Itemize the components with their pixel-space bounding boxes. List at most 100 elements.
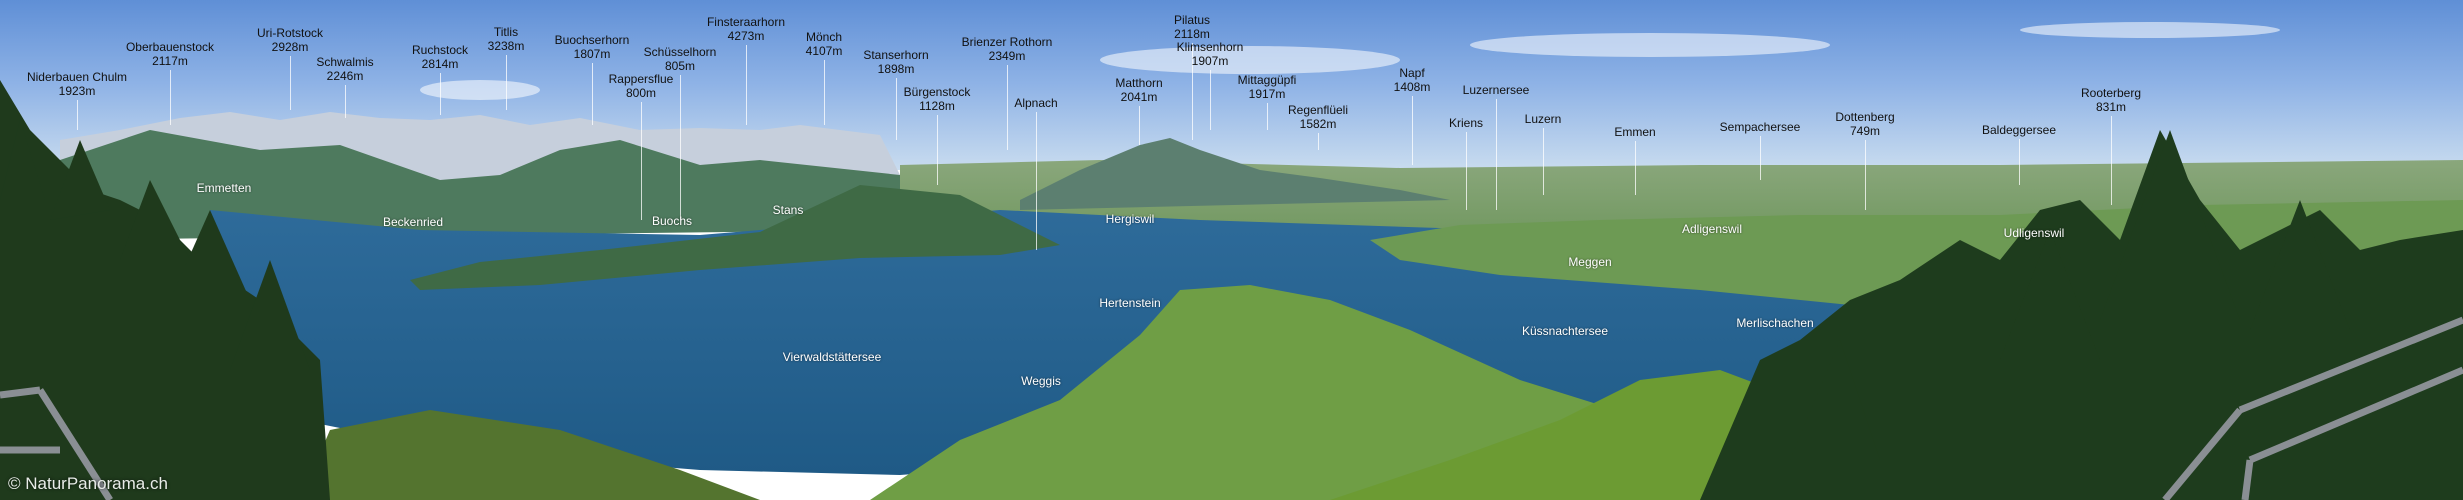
- peak-name: Rooterberg: [2080, 86, 2142, 100]
- peak-name: Uri-Rotstock: [256, 26, 324, 40]
- peak-name: Stanserhorn: [863, 48, 929, 62]
- peak-leader-line: [1635, 141, 1636, 195]
- peak-altitude: 1582m: [1299, 117, 1337, 131]
- peak-name: Baldeggersee: [1981, 123, 2057, 137]
- peak-name: Mönch: [805, 30, 843, 44]
- peak-leader-line: [896, 78, 897, 140]
- peak-altitude: 1917m: [1248, 87, 1286, 101]
- peak-leader-line: [1865, 140, 1866, 210]
- clouds: [420, 22, 2280, 100]
- peak-altitude: 2246m: [326, 69, 364, 83]
- peak-name: Regenflüeli: [1287, 103, 1349, 117]
- peak-name: Buochserhorn: [554, 33, 630, 47]
- peak-altitude: 2928m: [271, 40, 309, 54]
- peak-name: Oberbauenstock: [125, 40, 215, 54]
- peak-label: Alpnach: [1014, 96, 1057, 110]
- peak-name: Klimsenhorn: [1176, 40, 1244, 54]
- alps-foothills: [60, 130, 900, 240]
- peak-leader-line: [170, 70, 171, 125]
- peak-leader-line: [2111, 116, 2112, 205]
- peak-leader-line: [937, 115, 938, 185]
- peak-altitude: 2041m: [1120, 90, 1158, 104]
- peak-name: Schwalmis: [316, 55, 374, 69]
- peak-leader-line: [1466, 132, 1467, 210]
- trees-left: [0, 80, 330, 500]
- peak-name: Titlis: [493, 25, 519, 39]
- peak-leader-line: [1543, 128, 1544, 195]
- peak-altitude: 800m: [625, 86, 657, 100]
- peak-leader-line: [1192, 43, 1193, 140]
- peak-name: Brienzer Rothorn: [961, 35, 1053, 49]
- peak-altitude: 831m: [2095, 100, 2127, 114]
- place-label: Emmetten: [196, 181, 252, 195]
- peak-name: Matthorn: [1115, 76, 1163, 90]
- place-label: Hertenstein: [1099, 296, 1161, 310]
- peak-name: Schüsselhorn: [643, 45, 717, 59]
- peak-leader-line: [1318, 133, 1319, 150]
- peak-name: Dottenberg: [1835, 110, 1895, 124]
- peak-altitude: 749m: [1849, 124, 1881, 138]
- peak-leader-line: [1036, 112, 1037, 250]
- peak-leader-line: [1267, 103, 1268, 130]
- peak-name: Sempachersee: [1719, 120, 1801, 134]
- peak-name: Rappersflue: [608, 72, 674, 86]
- peak-altitude: 3238m: [487, 39, 525, 53]
- peak-altitude: 2349m: [988, 49, 1026, 63]
- peak-name: Mittaggüpfi: [1237, 73, 1297, 87]
- peak-leader-line: [1210, 70, 1211, 130]
- peak-leader-line: [77, 100, 78, 130]
- place-label: Udligenswil: [2003, 226, 2065, 240]
- place-label: Vierwaldstättersee: [782, 350, 882, 364]
- peak-leader-line: [680, 75, 681, 220]
- observation-railing-right: [2162, 316, 2463, 500]
- peak-altitude: 2117m: [152, 54, 188, 68]
- peak-leader-line: [2019, 139, 2020, 185]
- peak-altitude: 1408m: [1393, 80, 1431, 94]
- pilatus-massif: [1020, 138, 1450, 210]
- peak-label: Luzernersee: [1463, 83, 1530, 97]
- peak-name: Alpnach: [1014, 96, 1058, 110]
- peak-leader-line: [1496, 99, 1497, 210]
- peak-altitude: 1907m: [1191, 54, 1229, 68]
- place-label: Buochs: [651, 214, 693, 228]
- place-label: Adligenswil: [1681, 222, 1743, 236]
- peak-leader-line: [440, 73, 441, 115]
- peak-altitude: 1128m: [919, 99, 955, 113]
- peak-name: Finsteraarhorn: [706, 15, 786, 29]
- peak-label: Emmen: [1614, 125, 1655, 139]
- peak-leader-line: [1139, 106, 1140, 145]
- peak-altitude: 1898m: [877, 62, 915, 76]
- peak-leader-line: [641, 102, 642, 220]
- observation-railing-left: [0, 386, 113, 500]
- peak-leader-line: [345, 85, 346, 118]
- photo-credit: © NaturPanorama.ch: [8, 474, 168, 493]
- peak-label: Baldeggersee: [1982, 123, 2056, 137]
- peak-name: Emmen: [1614, 125, 1656, 139]
- peak-label: Luzern: [1525, 112, 1562, 126]
- peak-name: Napf: [1399, 66, 1425, 80]
- peak-leader-line: [1760, 136, 1761, 180]
- buergenstock-peninsula: [410, 185, 1060, 290]
- peak-name: Luzernersee: [1462, 83, 1530, 97]
- peak-label: Sempachersee: [1720, 120, 1801, 134]
